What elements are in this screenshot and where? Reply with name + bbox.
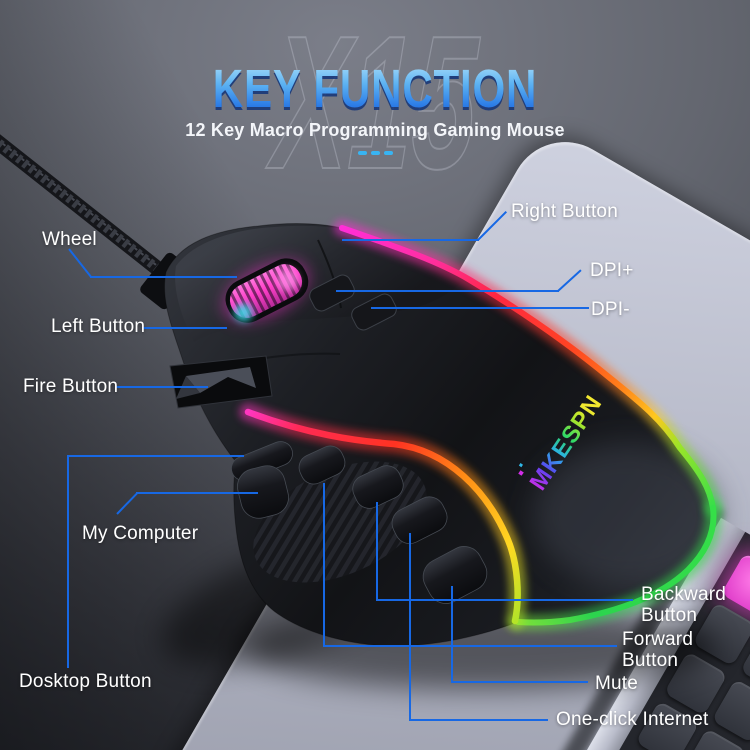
callout-label-right-button: Right Button (511, 201, 618, 222)
dash (370, 151, 380, 155)
callout-label-fire-button: Fire Button (23, 376, 119, 397)
callout-label-my-computer: My Computer (82, 523, 199, 544)
callout-label-wheel: Wheel (42, 229, 97, 250)
callout-label-dpi-minus: DPI- (591, 299, 630, 320)
callout-label-desktop-button: Dosktop Button (19, 671, 152, 692)
callout-line-mute-vertical (451, 586, 453, 683)
dash (383, 151, 393, 155)
callout-line-forward-vertical (323, 483, 325, 647)
callout-line-fire-button (116, 386, 208, 388)
scroll-wheel (223, 258, 309, 323)
callout-line-dpi-minus (371, 307, 589, 309)
callout-line-left-button (142, 327, 227, 329)
divider-dashes (0, 151, 750, 155)
callout-line-one-click (409, 719, 548, 721)
page-title: KEY FUNCTION (83, 58, 668, 120)
callout-line-desktop-vertical (67, 455, 69, 668)
callout-label-backward-button: Backward Button (641, 584, 727, 627)
callout-label-dpi-plus: DPI+ (590, 260, 634, 281)
callout-line-wheel (90, 276, 237, 278)
callout-label-forward-button: Forward Button (622, 629, 694, 672)
callout-line-my-computer (136, 492, 258, 494)
callout-label-one-click-internet: One-click Internet (556, 709, 709, 730)
callout-line-desktop (67, 455, 244, 457)
rgb-light-strip (239, 219, 723, 632)
callout-line-mute (451, 681, 588, 683)
callout-line-backward (376, 599, 633, 601)
page-subtitle: 12 Key Macro Programming Gaming Mouse (185, 120, 565, 140)
dash (357, 151, 367, 155)
dpi-buttons (309, 274, 397, 331)
callout-line-backward-vertical (376, 502, 378, 601)
callout-label-left-button: Left Button (51, 316, 146, 337)
callout-label-mute: Mute (595, 673, 639, 694)
callout-line-dpi-plus (336, 290, 559, 292)
callout-line-right-button (342, 239, 479, 241)
callout-line-one-click-vertical (409, 533, 411, 721)
side-macro-buttons (231, 441, 488, 604)
callout-line-forward (323, 645, 617, 647)
